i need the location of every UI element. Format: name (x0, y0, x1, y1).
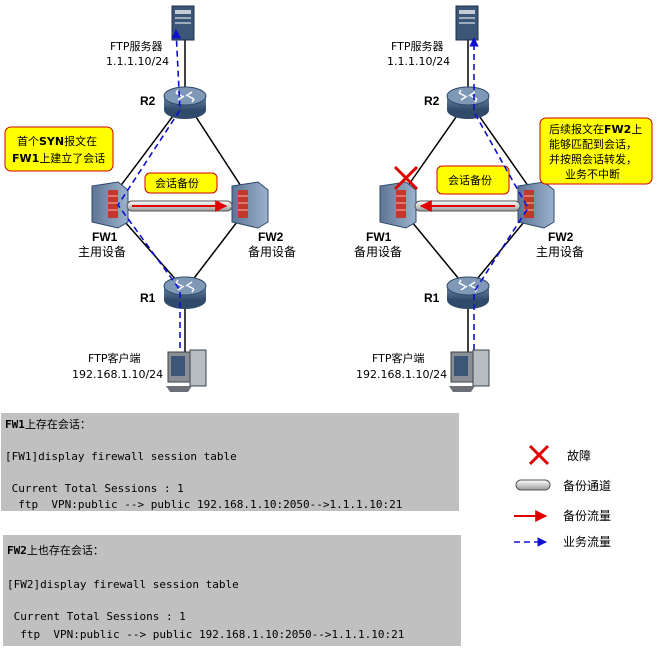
client-label: FTP客户端 (372, 351, 425, 365)
firewall-icon (91, 181, 129, 229)
fw2-session-console: FW2上也存在会话： [FW2]display firewall session… (3, 535, 461, 646)
console-background (3, 535, 461, 646)
console-background (1, 413, 459, 511)
ftp-server-icon (171, 5, 195, 41)
client-ip: 192.168.1.10/24 (356, 368, 447, 381)
ftp-server-icon (455, 5, 479, 41)
firewall-icon (379, 181, 417, 229)
continuation-line3: 并按照会话转发， (549, 152, 637, 166)
server-label: FTP服务器 (391, 40, 444, 53)
server-label: FTP服务器 (110, 40, 163, 53)
firewall-icon (517, 181, 555, 229)
left-topology: FTP服务器 1.1.1.10/24 R2 R1 FW1 主用设备 (4, 5, 296, 392)
continuation-callout (539, 117, 653, 185)
service-traffic-path (117, 29, 182, 358)
fw2-name: FW2 (548, 230, 574, 244)
fw1-session-console: FW1上存在会话： [FW1]display firewall session … (1, 413, 459, 511)
fw2-role: 主用设备 (536, 245, 584, 259)
console-title: FW2上也存在会话： (7, 543, 104, 557)
legend-fault-label: 故障 (567, 448, 591, 463)
r2-label: R2 (424, 94, 440, 108)
legend-service-traffic: 业务流量 (514, 534, 611, 549)
router-icon (446, 86, 490, 119)
client-label: FTP客户端 (88, 351, 141, 365)
fw1-name: FW1 (92, 230, 118, 244)
fw2-name: FW2 (258, 230, 284, 244)
console-command: [FW2]display firewall session table (7, 578, 239, 591)
session-backup-callout (144, 172, 218, 194)
console-title: FW1上存在会话： (5, 417, 91, 431)
fault-cross-icon (393, 165, 419, 191)
router-icon (446, 276, 490, 309)
continuation-line1: 后续报文在FW2上 (549, 122, 642, 136)
r1-label: R1 (424, 291, 440, 305)
legend-backup-channel: 备份通道 (515, 479, 611, 493)
firewall-icon (231, 181, 269, 229)
right-topology: FTP服务器 1.1.1.10/24 R2 R1 FW1 备用设备 (354, 5, 653, 392)
r2-label: R2 (140, 94, 156, 108)
fault-cross-icon (528, 444, 550, 466)
legend-fault: 故障 (528, 444, 591, 466)
session-backup-label: 会话备份 (448, 173, 492, 187)
router-icon (163, 86, 207, 119)
ftp-client-icon (449, 349, 490, 392)
fw1-role: 备用设备 (354, 245, 402, 259)
continuation-line2: 能够匹配到会话， (549, 137, 637, 151)
session-backup-label: 会话备份 (155, 176, 199, 190)
fw1-name: FW1 (366, 230, 392, 244)
fw2-role: 备用设备 (248, 245, 296, 259)
console-entry: ftp VPN:public --> public 192.168.1.10:2… (5, 498, 402, 511)
console-sessions: Current Total Sessions : 1 (5, 482, 184, 495)
continuation-line4: 业务不中断 (565, 167, 620, 181)
legend-backup-traffic-label: 备份流量 (563, 509, 611, 523)
service-traffic-path (469, 37, 529, 360)
backup-channel-icon (515, 479, 551, 491)
syn-callout-line1: 首个SYN报文在 (17, 134, 97, 148)
fw1-role: 主用设备 (78, 245, 126, 259)
legend-service-traffic-label: 业务流量 (563, 534, 611, 549)
server-ip: 1.1.1.10/24 (106, 55, 169, 68)
legend-backup-traffic: 备份流量 (514, 509, 611, 523)
ftp-client-icon (166, 349, 207, 392)
syn-callout-line2: FW1上建立了会话 (12, 151, 105, 165)
console-sessions: Current Total Sessions : 1 (7, 610, 186, 623)
session-backup-callout (436, 165, 510, 195)
server-ip: 1.1.1.10/24 (387, 55, 450, 68)
r1-label: R1 (140, 291, 156, 305)
syn-callout (4, 126, 114, 172)
router-icon (163, 276, 207, 309)
legend-backup-channel-label: 备份通道 (563, 479, 611, 493)
console-command: [FW1]display firewall session table (5, 450, 237, 463)
console-entry: ftp VPN:public --> public 192.168.1.10:2… (7, 628, 404, 641)
legend: 故障 备份通道 备份流量 业务流量 (514, 444, 611, 549)
client-ip: 192.168.1.10/24 (72, 368, 163, 381)
